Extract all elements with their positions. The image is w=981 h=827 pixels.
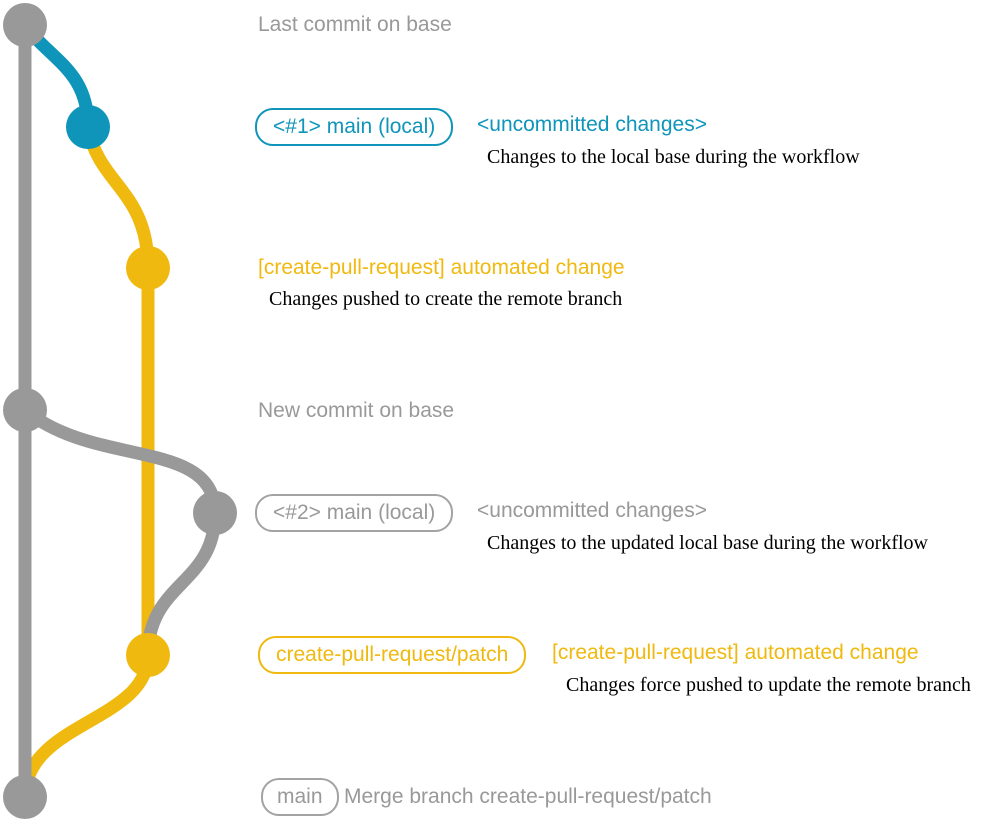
commit-dot-local-main-2 (193, 491, 237, 535)
branch-line-local-main-2-in (141, 512, 222, 656)
desc-local-base-changes-1: Changes to the local base during the wor… (487, 146, 860, 168)
commit-dot-last-base (3, 3, 47, 47)
branch-badge-create-pull-request-patch: create-pull-request/patch (258, 636, 527, 674)
label-merge-branch: Merge branch create-pull-request/patch (344, 785, 712, 808)
branch-badge-main-local-2: <#2> main (local) (255, 494, 454, 532)
branch-line-local-main-2-out (20, 404, 222, 514)
commit-dot-automated-change-1 (126, 246, 170, 290)
label-last-commit-on-base: Last commit on base (258, 13, 452, 36)
branch-line-create-pull-request-patch (18, 125, 155, 798)
branch-badge-main-local-1: <#1> main (local) (255, 108, 454, 146)
branch-badge-main: main (261, 778, 339, 816)
desc-local-base-changes-2: Changes to the updated local base during… (487, 532, 928, 554)
git-graph (3, 3, 237, 819)
commit-dot-new-base (3, 388, 47, 432)
commit-dot-merge (3, 775, 47, 819)
desc-automated-change-1: Changes pushed to create the remote bran… (269, 288, 623, 310)
label-automated-change-1: [create-pull-request] automated change (258, 256, 625, 279)
commit-dot-local-main-1 (66, 105, 110, 149)
desc-automated-change-2: Changes force pushed to update the remot… (566, 674, 971, 696)
commit-dot-automated-change-2 (126, 633, 170, 677)
label-uncommitted-changes-1: <uncommitted changes> (477, 113, 707, 136)
label-automated-change-2: [create-pull-request] automated change (552, 641, 919, 664)
label-new-commit-on-base: New commit on base (258, 399, 455, 422)
label-uncommitted-changes-2: <uncommitted changes> (477, 499, 707, 522)
